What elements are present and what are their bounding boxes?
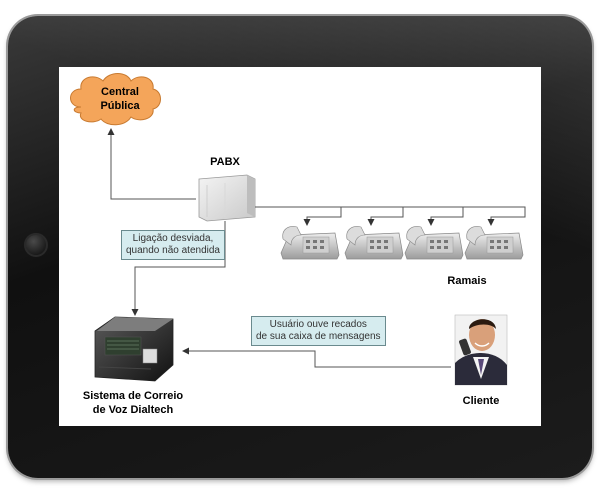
pabx-label: PABX	[210, 156, 240, 168]
messages-note: Usuário ouve recados de sua caixa de men…	[251, 316, 386, 346]
connector-client-voicemail	[182, 347, 451, 368]
central-publica-cloud	[70, 73, 161, 126]
voicemail-server	[94, 316, 174, 382]
connector-pabx-central	[107, 128, 196, 200]
extensions-bus	[255, 206, 526, 226]
pabx-device	[198, 174, 256, 222]
phone-extension-3	[404, 226, 464, 260]
voicemail-label: Sistema de Correio de Voz Dialtech	[82, 390, 184, 416]
ramais-label: Ramais	[447, 275, 487, 287]
central-publica-label: Central Pública	[100, 86, 140, 112]
cliente-label: Cliente	[462, 395, 500, 407]
diagram-screen: Central Pública PABX Ligação desviada, q…	[59, 67, 541, 426]
phone-extension-2	[344, 226, 404, 260]
home-button[interactable]	[24, 233, 48, 257]
connector-pabx-voicemail	[131, 221, 226, 316]
client-photo	[454, 314, 508, 386]
diagram-canvas	[70, 73, 526, 386]
phone-extension-4	[464, 226, 524, 260]
phone-extension-1	[280, 226, 340, 260]
redirect-note: Ligação desviada, quando não atendida	[121, 230, 225, 260]
